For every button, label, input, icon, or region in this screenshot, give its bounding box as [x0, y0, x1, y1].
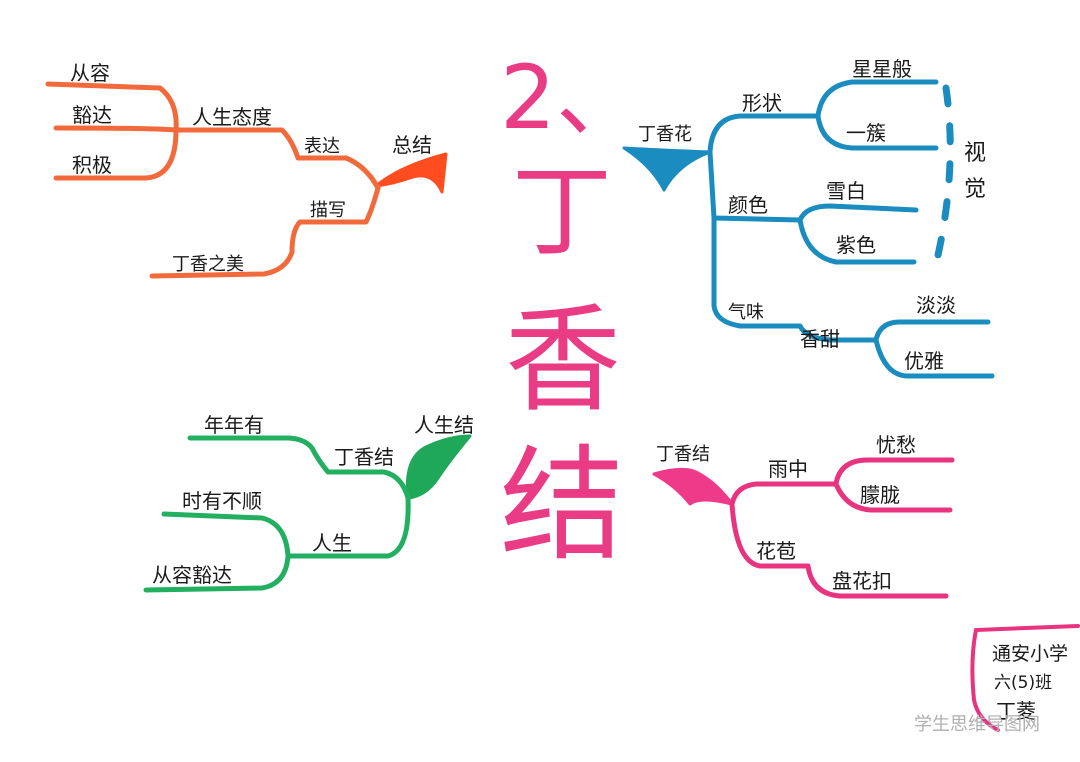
blue-vision-bracket — [932, 84, 954, 268]
blue-label-xuebai: 雪白 — [826, 179, 866, 203]
green-labels: 人生结 丁香结 人生 年年有 时有不顺 从容豁达 — [152, 413, 474, 587]
green-trunk-upper — [187, 435, 411, 501]
title-char-xiang: 香 — [505, 293, 621, 428]
credit-box-border — [970, 624, 1080, 732]
pink-labels: 丁香结 雨中 花苞 忧愁 朦胧 盘花扣 — [656, 433, 916, 593]
title-number: 2、 — [500, 46, 644, 149]
blue-sub-zise — [797, 217, 917, 265]
pink-sub-menglong — [833, 481, 953, 513]
green-trunk-lower — [285, 495, 411, 559]
pink-trunk-upper — [729, 481, 839, 507]
orange-trunk-lower — [149, 185, 381, 279]
blue-branch — [622, 79, 995, 379]
blue-labels: 丁香花 形状 颜色 气味 星星般 一簇 雪白 紫色 香甜 淡淡 优雅 视 觉 — [638, 57, 986, 373]
blue-sub-yicu — [815, 113, 939, 151]
pink-label-menglong: 朦胧 — [860, 483, 900, 507]
green-branch — [143, 434, 472, 593]
title-char-jie: 结 — [500, 434, 624, 578]
orange-label-congrong: 从容 — [70, 61, 110, 85]
title-char-ding: 丁 — [512, 153, 612, 270]
orange-label-huoda: 豁达 — [72, 103, 112, 127]
green-label-shiyoubushun: 时有不顺 — [182, 489, 262, 513]
orange-label-jiji: 积极 — [72, 153, 112, 177]
blue-trunk-low — [711, 215, 879, 343]
blue-label-zise: 紫色 — [836, 233, 876, 257]
blue-root-label: 丁香花 — [638, 124, 692, 145]
credit-school: 通安小学 — [992, 643, 1068, 665]
blue-label-shi: 视 — [964, 141, 986, 166]
green-root-flag — [405, 434, 472, 500]
pink-label-huabao: 花苞 — [756, 539, 796, 563]
orange-sub-congrong — [45, 81, 179, 133]
orange-labels: 总结 表达 描写 人生态度 丁香之美 从容 豁达 积极 — [70, 61, 432, 275]
green-label-rensheng: 人生 — [312, 531, 352, 555]
credit-box: 通安小学 六(5)班 丁菱 — [970, 624, 1080, 732]
pink-branch — [652, 457, 955, 599]
blue-sub-xuebai — [797, 203, 919, 223]
watermark-text: 学生思维导图网 — [914, 714, 1040, 735]
blue-label-yicu: 一簇 — [846, 121, 886, 145]
orange-label-biaoda: 表达 — [304, 136, 340, 157]
blue-label-qiwei: 气味 — [728, 302, 764, 323]
orange-sub-huoda — [53, 125, 179, 133]
blue-label-xiangtian: 香甜 — [800, 327, 840, 351]
blue-root-flag — [622, 146, 712, 192]
orange-label-renshengtaidu: 人生态度 — [192, 105, 272, 129]
green-label-congronghuoda: 从容豁达 — [152, 563, 232, 587]
blue-label-xingxingban: 星星般 — [852, 57, 912, 81]
blue-trunk — [707, 113, 803, 155]
blue-label-dandan: 淡淡 — [916, 293, 956, 317]
orange-label-miaoxie: 描写 — [310, 200, 346, 221]
pink-root-label: 丁香结 — [656, 444, 710, 465]
blue-sub-xingxing — [797, 79, 939, 119]
blue-label-yanse: 颜色 — [728, 193, 768, 217]
pink-label-panhuakou: 盘花扣 — [832, 569, 892, 593]
pink-label-youchou: 忧愁 — [876, 433, 916, 457]
orange-branch — [45, 81, 448, 279]
credit-class: 六(5)班 — [994, 673, 1052, 693]
orange-root-flag — [374, 152, 448, 194]
orange-sub-jiji — [53, 127, 179, 181]
orange-trunk — [173, 127, 381, 191]
blue-label-xingzhuang: 形状 — [742, 91, 782, 115]
green-sub-congronghuoda — [143, 553, 291, 593]
blue-label-youya: 优雅 — [904, 349, 944, 373]
orange-label-dingxiangzhimei: 丁香之美 — [172, 254, 244, 275]
pink-root-flag — [652, 467, 734, 506]
credit-name: 丁菱 — [996, 699, 1036, 723]
green-label-niannianyou: 年年有 — [204, 413, 264, 437]
central-title: 2、 丁 香 结 — [500, 46, 644, 578]
green-sub-shiyoubushun — [161, 511, 291, 559]
blue-label-jue: 觉 — [964, 177, 986, 202]
blue-sub-youya — [873, 337, 995, 379]
green-label-dingxiangjie: 丁香结 — [334, 445, 394, 469]
green-root-label: 人生结 — [414, 413, 474, 437]
orange-root-label: 总结 — [392, 133, 432, 157]
pink-trunk-lower — [729, 501, 949, 599]
blue-sub-dandan — [873, 319, 991, 343]
pink-label-yuzhong: 雨中 — [768, 457, 808, 481]
pink-sub-youchou — [833, 457, 955, 487]
